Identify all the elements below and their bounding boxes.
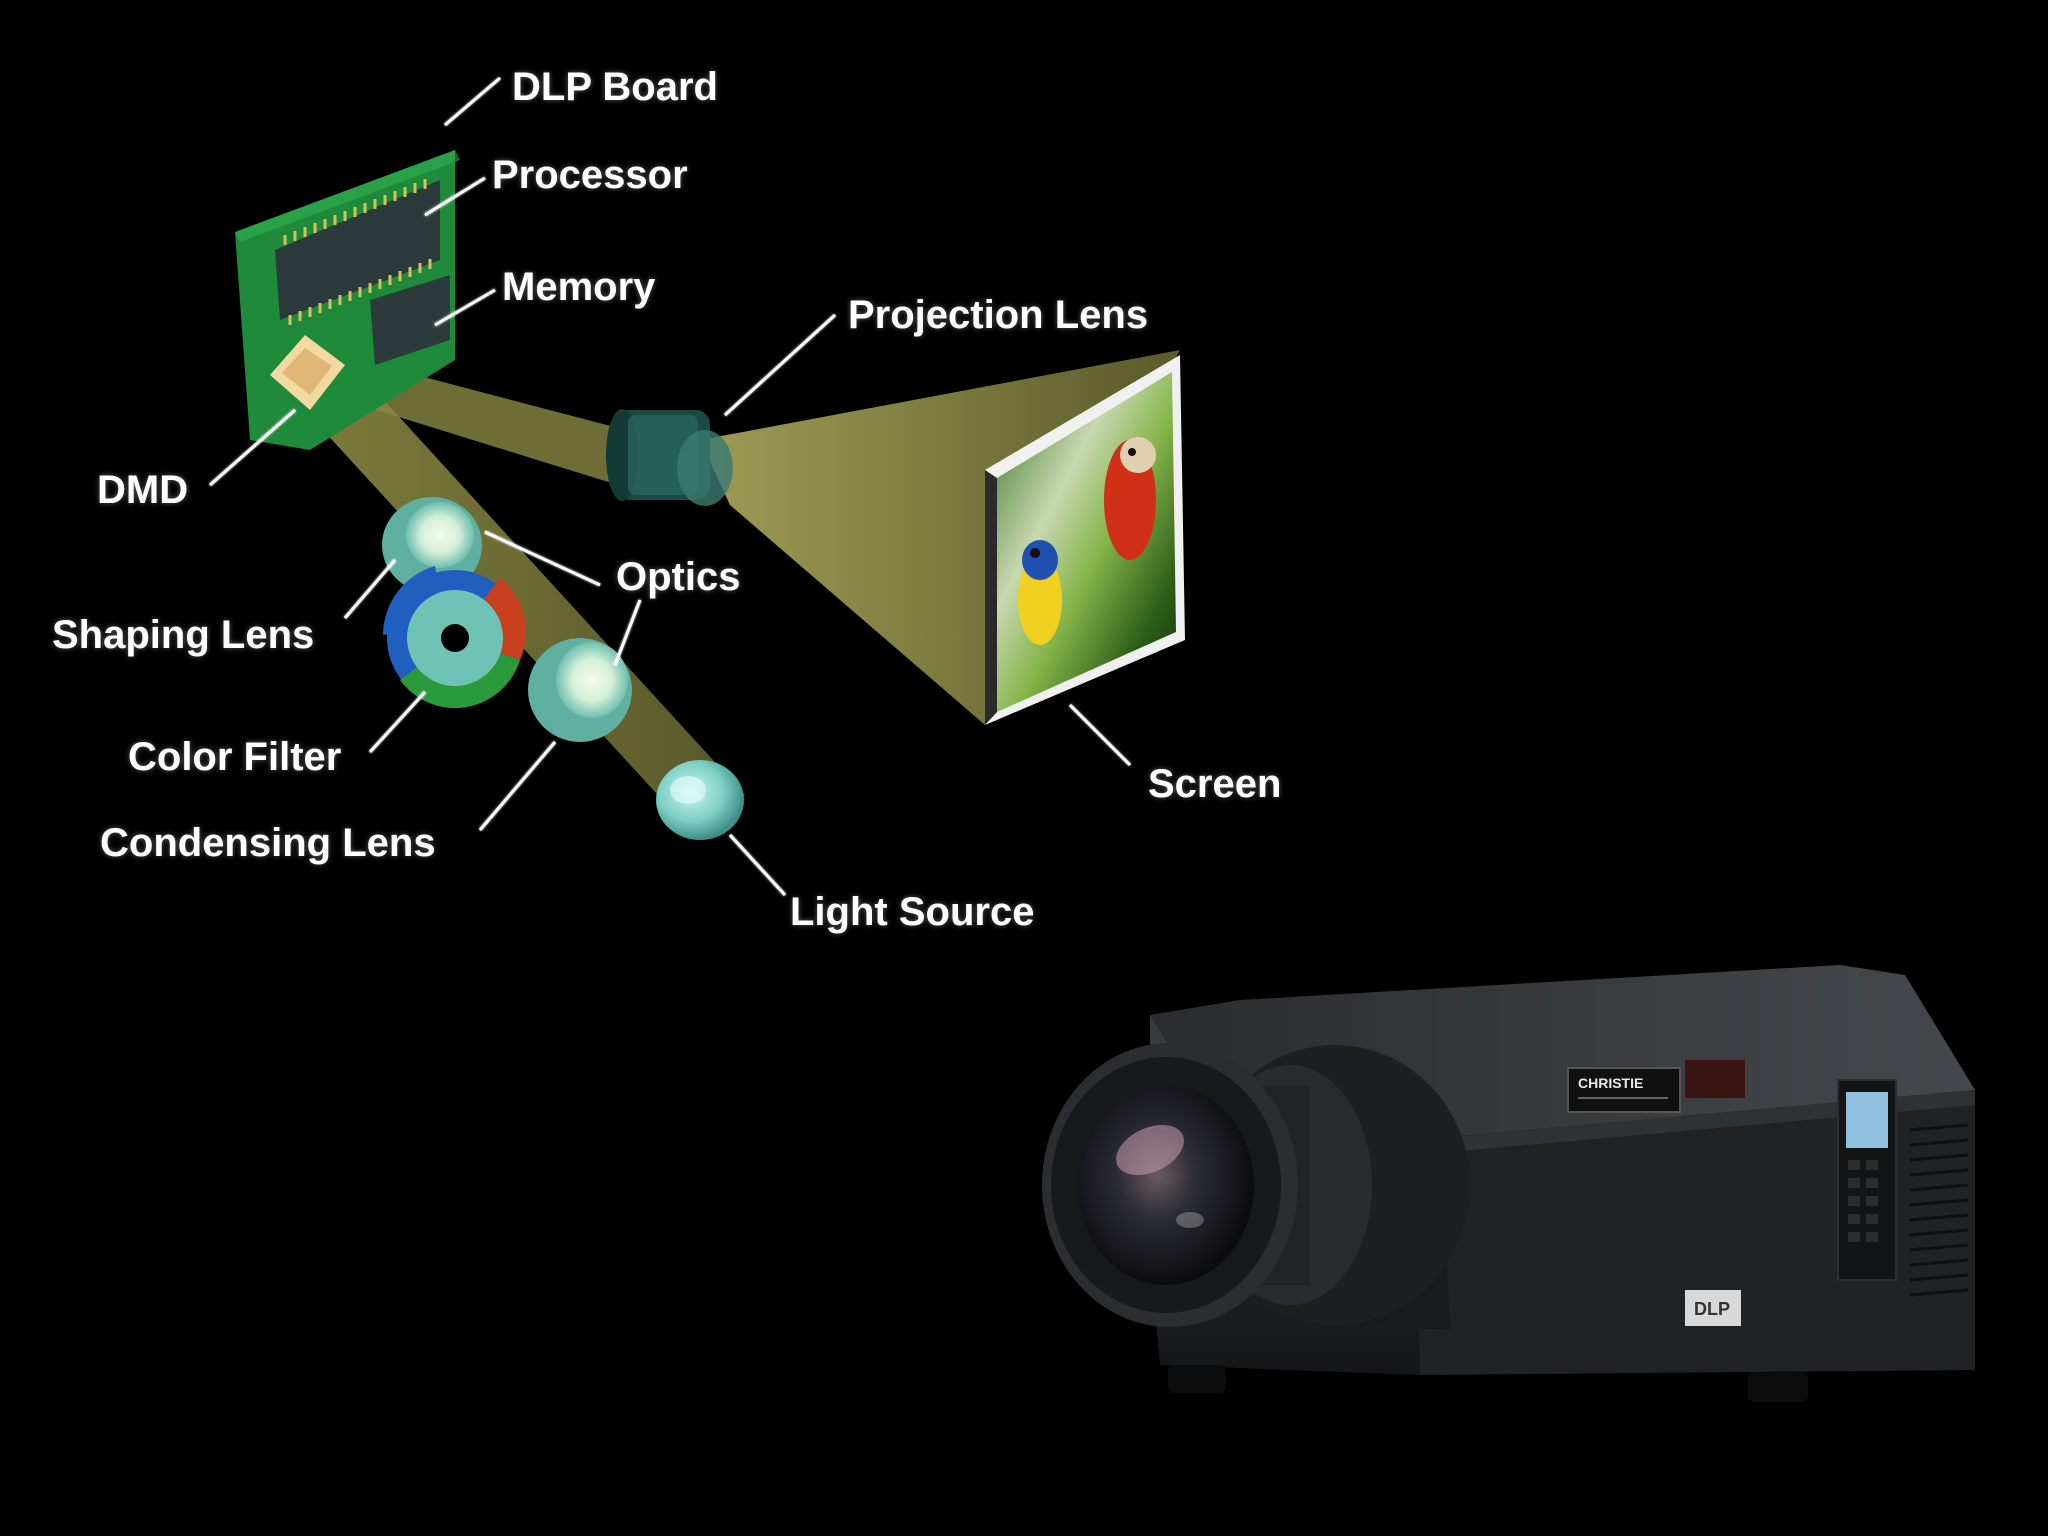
dlp-badge-text: DLP: [1694, 1299, 1730, 1319]
light-source-bulb: [656, 760, 744, 840]
dlp-board: [235, 150, 460, 450]
projector-dlp-badge: DLP: [1685, 1290, 1741, 1326]
leader-light-source: [728, 833, 787, 897]
label-memory: Memory: [502, 265, 656, 309]
projector-foot-right: [1748, 1372, 1808, 1402]
label-dmd: DMD: [97, 468, 188, 512]
shaping-lens: [382, 497, 482, 593]
leader-lines: [209, 76, 1132, 897]
leader-shaping-lens: [343, 559, 397, 619]
label-screen: Screen: [1148, 762, 1281, 806]
leader-dlp-board: [444, 76, 501, 127]
leader-memory: [434, 288, 496, 327]
leader-optics-b: [613, 599, 642, 666]
leader-dmd: [209, 408, 296, 487]
processor-chip: [275, 179, 440, 325]
light-beam-upper: [340, 355, 650, 495]
leader-color-filter: [368, 690, 427, 754]
label-dlp-board: DLP Board: [512, 65, 718, 109]
projector-brand-text: CHRISTIE: [1578, 1075, 1643, 1091]
dmd-chip: [270, 335, 345, 410]
projector-brand-plate: CHRISTIE: [1567, 1067, 1681, 1113]
label-processor: Processor: [492, 153, 688, 197]
label-shaping-lens: Shaping Lens: [52, 613, 314, 657]
projection-lens: [606, 409, 733, 506]
label-color-filter: Color Filter: [128, 735, 341, 779]
label-projection-lens: Projection Lens: [848, 293, 1148, 337]
projector-control-panel: [1837, 1079, 1897, 1281]
color-filter-wheel: [383, 566, 527, 709]
label-condensing-lens: Condensing Lens: [100, 821, 436, 865]
diagram-labels: DLP Board Processor Memory Projection Le…: [52, 65, 1281, 934]
projector-unit: CHRISTIE DLP: [1042, 965, 1975, 1402]
projector-foot-left: [1168, 1365, 1226, 1393]
condensing-lens: [528, 638, 632, 742]
projector-vents: [1909, 1123, 1969, 1297]
memory-chip: [370, 275, 450, 365]
label-optics: Optics: [616, 555, 740, 599]
projector-lens-assembly: [1042, 1043, 1470, 1330]
leader-condensing-lens: [478, 741, 557, 831]
light-beam-lower: [300, 385, 745, 830]
leader-processor: [424, 176, 486, 217]
leader-optics-a: [484, 530, 601, 587]
projector-ir-window: [1685, 1060, 1745, 1098]
leader-projection-lens: [723, 313, 837, 417]
leader-screen: [1068, 703, 1132, 767]
projection-screen: [985, 355, 1185, 725]
label-light-source: Light Source: [790, 890, 1034, 934]
